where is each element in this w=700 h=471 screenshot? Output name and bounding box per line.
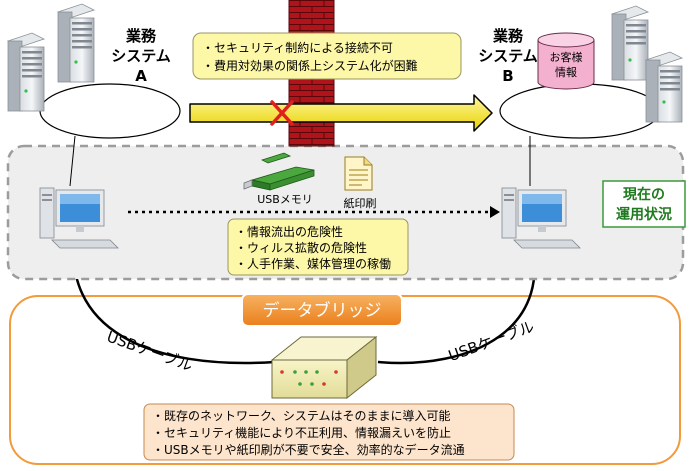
problems-note-line-1: ・セキュリティ制約による接続不可 xyxy=(202,40,393,55)
risk-item-2: ・ウィルス拡散の危険性 xyxy=(235,240,367,255)
blocked-cross-icon xyxy=(270,100,294,126)
data-bridge-title-box xyxy=(241,293,403,327)
pc-icon xyxy=(501,187,581,249)
risk-item-3: ・人手作業、媒体管理の稼働 xyxy=(235,256,391,271)
system-a-label-line-3: A xyxy=(135,67,147,85)
usb-memory-label: USBメモリ xyxy=(257,193,313,206)
database-label-line-2: 情報 xyxy=(555,66,577,79)
benefit-item-1: ・既存のネットワーク、システムはそのままに導入可能 xyxy=(152,409,451,423)
blocked-connection-arrow xyxy=(189,94,493,132)
current-status-label-line-1: 現在の xyxy=(623,186,665,203)
risks-note xyxy=(227,218,409,276)
system-b-label-line-2: システム xyxy=(478,47,538,65)
system-a-network xyxy=(39,83,181,139)
server-icon xyxy=(6,32,46,112)
server-icon xyxy=(644,51,684,123)
data-bridge-device-icon xyxy=(270,335,378,400)
system-a-label-line-2: システム xyxy=(111,47,171,65)
system-a-label: 業務 システム A xyxy=(111,27,171,85)
benefit-item-2: ・セキュリティ機能により不正利用、情報漏えいを防止 xyxy=(152,425,451,440)
system-b-label-line-3: B xyxy=(502,67,513,85)
paper-document-icon xyxy=(344,156,373,191)
problems-note-line-2: ・費用対効果の関係上システム化が困難 xyxy=(202,58,418,73)
manual-transfer-arrowhead xyxy=(490,206,500,218)
paper-print-label: 紙印刷 xyxy=(344,196,377,210)
data-bridge-title: データブリッジ xyxy=(263,300,382,321)
system-b-network xyxy=(499,83,661,139)
pc-icon xyxy=(39,187,119,249)
usb-memory-icon xyxy=(243,152,315,191)
benefits-note xyxy=(143,403,515,461)
system-b-label: 業務 システム B xyxy=(478,27,538,85)
current-status-label-box xyxy=(602,180,686,228)
current-status-label-line-2: 運用状況 xyxy=(616,206,672,223)
risk-item-1: ・情報流出の危険性 xyxy=(235,225,343,239)
customer-database-icon: お客様 情報 xyxy=(537,32,595,90)
server-icon xyxy=(610,5,650,81)
database-label-line-1: お客様 xyxy=(550,50,583,64)
system-b-label-line-1: 業務 xyxy=(492,27,524,45)
system-a-drop-line xyxy=(69,135,76,187)
problems-note xyxy=(192,32,462,80)
server-icon xyxy=(56,3,96,83)
system-a-label-line-1: 業務 xyxy=(125,27,157,45)
benefit-item-3: ・USBメモリや紙印刷が不要で安全、効率的なデータ流通 xyxy=(152,442,465,457)
